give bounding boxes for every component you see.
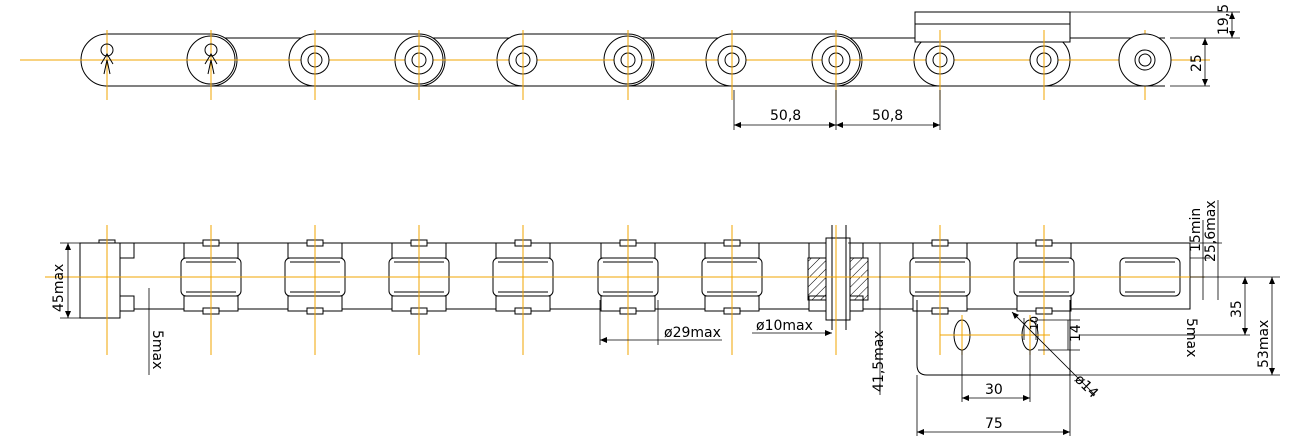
pin-diameter-dimension: ø10max xyxy=(752,318,832,336)
overall-width-label: 45max xyxy=(51,264,67,312)
plate-height-dimension: 25 xyxy=(1170,38,1210,87)
roller-diameter-dimension: ø29max xyxy=(599,300,722,345)
attachment-height-dimension: 19,5 xyxy=(1070,4,1240,39)
hole-slot-label: 10 xyxy=(1028,316,1041,330)
hole-diameter-leader: ø14 xyxy=(1011,311,1101,402)
attachment-length-dimension: 75 xyxy=(916,375,1071,436)
attachment-height-dims: 35 53max xyxy=(1070,276,1280,376)
attachment-length-label: 75 xyxy=(985,416,1003,432)
pitch-label-2: 50,8 xyxy=(872,108,903,124)
pitch-dimension-2: 50,8 xyxy=(836,90,941,130)
hole-spacing-label: 30 xyxy=(985,382,1003,398)
attachment-53-label: 53max xyxy=(1256,320,1272,368)
hole-offset-dimension: 5max xyxy=(1183,318,1199,357)
attachment-width-label: 41,5max xyxy=(871,330,887,392)
hole-dimensions: 14 10 xyxy=(1023,316,1084,351)
pitch-dimension-1: 50,8 xyxy=(733,90,837,130)
pitch-label-1: 50,8 xyxy=(770,108,801,124)
hole-offset-label: 5max xyxy=(1183,318,1199,357)
pin-diameter-label: ø10max xyxy=(756,318,813,334)
cotter-pin-icon xyxy=(100,43,114,75)
plate-min-label: 15min xyxy=(1188,208,1204,252)
plate-height-label: 25 xyxy=(1189,54,1205,72)
plate-max-label: 25,6max xyxy=(1203,200,1219,262)
plate-dimensions-right: 15min 25,6max xyxy=(1188,200,1222,300)
hole-height-label: 14 xyxy=(1068,324,1084,342)
attachment-width-dimension: 41,5max xyxy=(848,242,888,395)
chain-side-view: 45max 5max ø29max ø10max 41,5max xyxy=(45,200,1280,436)
attachment-35-label: 35 xyxy=(1229,300,1245,318)
overall-width-dimension: 45max xyxy=(51,242,100,319)
pin-protrusion-label: 5max xyxy=(149,330,165,369)
chain-top-view: 50,8 50,8 19,5 25 xyxy=(20,4,1240,130)
roller-diameter-label: ø29max xyxy=(664,325,721,341)
attachment-height-label: 19,5 xyxy=(1216,4,1232,35)
cotter-pin-icon xyxy=(204,43,218,75)
hole-spacing-dimension: 30 xyxy=(961,350,1031,402)
end-link xyxy=(79,242,121,319)
pin-protrusion-dimension: 5max xyxy=(148,288,165,375)
